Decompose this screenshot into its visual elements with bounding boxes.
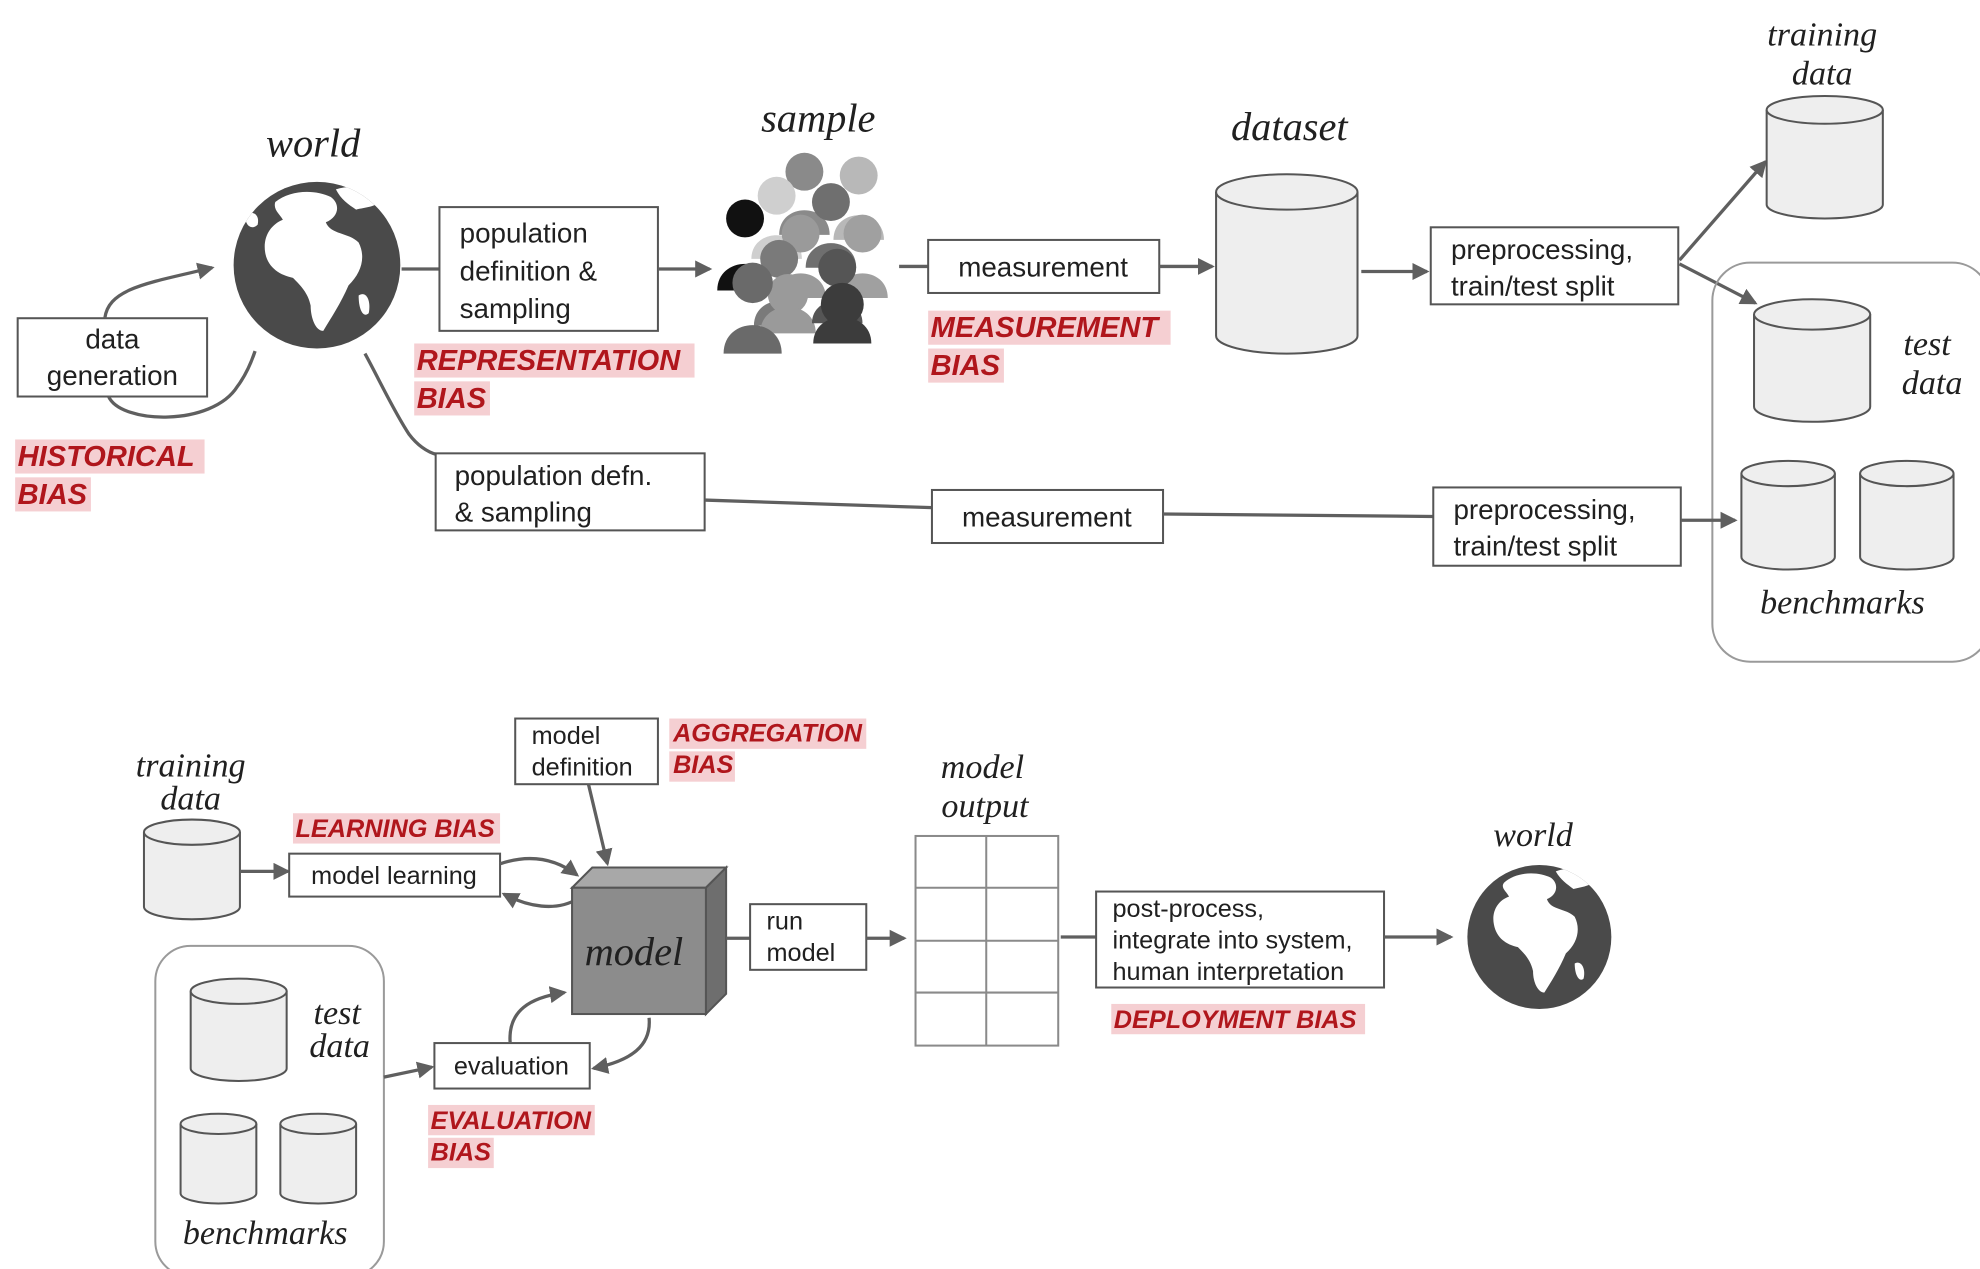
measurement-box: measurement: [927, 238, 1161, 294]
post-process-line-1: post-process,: [1113, 895, 1265, 923]
world-to-data-generation-line: [107, 350, 257, 419]
preprocessing-2-box: preprocessing, train/test split: [1432, 486, 1682, 567]
model-cube-icon: [569, 865, 729, 1017]
model-output-label-line-2: output: [941, 788, 1030, 825]
world-to-population-defn-curve: [363, 352, 438, 457]
run-model-line-1: run: [767, 907, 804, 935]
model-definition-line-1: model: [532, 722, 601, 750]
test-data-cylinder-icon: [1753, 298, 1872, 423]
preprocessing-line-1: preprocessing,: [1451, 234, 1633, 265]
lower-world-globe-icon: [1467, 865, 1612, 1009]
test-data-label-line-2: data: [1902, 365, 1963, 402]
model-learning-to-model-arrow: [499, 857, 580, 877]
dataset-label: dataset: [1231, 104, 1349, 149]
training-data-label-line-2: data: [1792, 56, 1853, 93]
learning-bias-label: LEARNING BIAS: [292, 813, 501, 844]
benchmark-cylinder-icon: [1859, 459, 1955, 571]
representation-bias-line-1: REPRESENTATION: [417, 345, 681, 377]
split-to-training-arrow: [1678, 159, 1768, 262]
run-model-line-2: model: [767, 939, 836, 967]
lower-benchmark-cylinder-icon: [279, 1112, 358, 1205]
population-defn-line-2: & sampling: [455, 497, 592, 528]
evaluation-bias-label: EVALUATION BIAS: [428, 1104, 595, 1169]
lower-training-data-label-line-1: training: [136, 748, 246, 785]
measurement-2-label: measurement: [962, 502, 1132, 533]
preprocessing-box: preprocessing, train/test split: [1429, 226, 1680, 306]
model-learning-box: model learning: [288, 852, 502, 898]
model-to-evaluation-arrow: [591, 1017, 651, 1074]
post-process-line-2: integrate into system,: [1113, 926, 1353, 954]
model-output-label-line-1: model: [941, 749, 1024, 786]
population-defn-box: population defn. & sampling: [434, 452, 706, 532]
measurement-bias-label: MEASUREMENT BIAS: [928, 310, 1171, 383]
aggregation-bias-line-2: BIAS: [673, 751, 733, 779]
model-to-model-learning-arrow: [501, 892, 578, 909]
learning-bias-text: LEARNING BIAS: [295, 815, 494, 843]
test-data-group: [1711, 261, 1980, 663]
preprocessing-2-line-1: preprocessing,: [1453, 494, 1635, 525]
lower-test-data-label-line-2: data: [309, 1028, 370, 1065]
evaluation-bias-line-2: BIAS: [431, 1139, 491, 1167]
measurement-label: measurement: [958, 252, 1128, 283]
benchmarks-label: benchmarks: [1760, 585, 1925, 622]
lower-training-data-cylinder-icon: [142, 818, 241, 921]
population-definition-line-3: sampling: [460, 293, 571, 324]
model-definition-line-2: definition: [532, 753, 633, 781]
run-model-box: run model: [749, 903, 868, 971]
measurement-bias-line-1: MEASUREMENT: [931, 312, 1161, 344]
model-definition-to-model-arrow: [586, 783, 613, 867]
historical-bias-line-2: BIAS: [18, 479, 88, 511]
lower-test-data-group: [154, 944, 385, 1269]
dataset-cylinder-icon: [1215, 173, 1359, 355]
lower-test-data-label-line-1: test: [314, 995, 363, 1032]
lower-test-data-cylinder-icon: [189, 977, 288, 1082]
measurement-2-box: measurement: [930, 488, 1165, 545]
lower-benchmarks-label: benchmarks: [183, 1215, 348, 1252]
output-table-icon: [914, 834, 1060, 1047]
data-generation-line-1: data: [85, 324, 140, 355]
sample-label: sample: [761, 95, 875, 140]
deployment-bias-text: DEPLOYMENT BIAS: [1114, 1006, 1357, 1034]
benchmarks-to-evaluation-arrow: [383, 1061, 435, 1079]
population-definition-box: population definition & sampling: [438, 206, 659, 332]
data-generation-to-world-arrow: [103, 262, 215, 319]
lower-training-data-label-line-2: data: [160, 780, 221, 817]
world-label: world: [266, 121, 361, 166]
world-globe-icon: [233, 181, 401, 349]
post-process-line-3: human interpretation: [1113, 958, 1345, 986]
evaluation-box: evaluation: [433, 1042, 591, 1090]
training-data-cylinder-icon: [1765, 94, 1884, 220]
benchmark-cylinder-icon: [1740, 459, 1836, 571]
lower-benchmark-cylinder-icon: [179, 1112, 258, 1205]
preprocessing-line-2: train/test split: [1451, 270, 1615, 301]
population-defn-to-measurement-line: [704, 498, 933, 510]
measurement-to-preprocessing-line: [1163, 512, 1434, 519]
population-defn-line-1: population defn.: [455, 460, 653, 491]
model-label: model: [585, 929, 684, 974]
population-definition-line-1: population: [460, 217, 588, 248]
representation-bias-label: REPRESENTATION BIAS: [414, 343, 695, 416]
people-crowd-icon: [717, 152, 888, 354]
representation-bias-line-2: BIAS: [417, 383, 487, 415]
post-process-box: post-process, integrate into system, hum…: [1095, 890, 1386, 989]
historical-bias-line-1: HISTORICAL: [18, 441, 195, 473]
preprocessing-2-line-2: train/test split: [1453, 531, 1617, 562]
aggregation-bias-label: AGGREGATION BIAS: [669, 718, 867, 782]
lower-world-label: world: [1493, 817, 1573, 854]
model-definition-box: model definition: [514, 717, 659, 786]
data-generation-box: data generation: [16, 317, 209, 398]
test-data-label-line-1: test: [1903, 326, 1952, 363]
aggregation-bias-line-1: AGGREGATION: [672, 719, 863, 747]
measurement-bias-line-2: BIAS: [931, 350, 1001, 382]
evaluation-label: evaluation: [454, 1053, 569, 1081]
deployment-bias-label: DEPLOYMENT BIAS: [1111, 1003, 1366, 1035]
historical-bias-label: HISTORICAL BIAS: [15, 439, 205, 512]
model-learning-label: model learning: [311, 862, 477, 890]
data-generation-line-2: generation: [47, 360, 178, 391]
evaluation-bias-line-1: EVALUATION: [431, 1107, 592, 1135]
evaluation-to-model-arrow: [508, 986, 568, 1044]
training-data-label-line-1: training: [1767, 16, 1877, 53]
population-definition-line-2: definition &: [460, 255, 598, 286]
